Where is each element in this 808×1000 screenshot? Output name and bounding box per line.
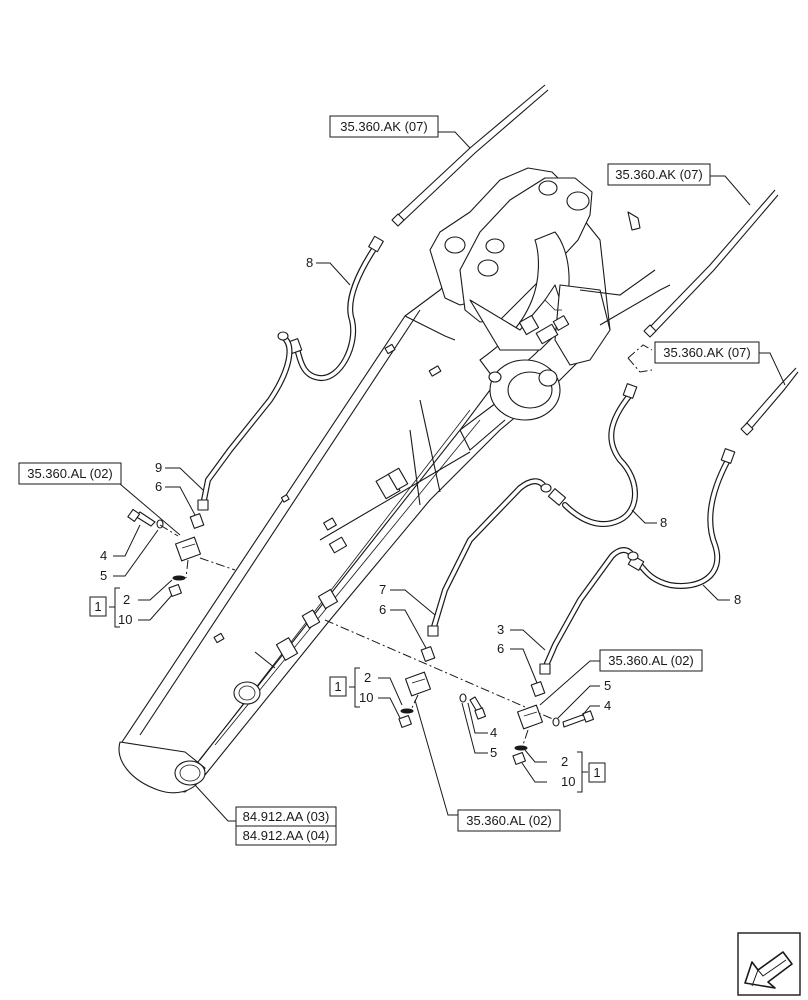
callout-2-left: 2 [123, 592, 130, 607]
callout-10-mid: 10 [359, 690, 373, 705]
callout-10-left: 10 [118, 612, 132, 627]
group-brackets [109, 587, 588, 793]
ref-ak-right-mid-text: 35.360.AK (07) [663, 345, 750, 360]
callout-10-right: 10 [561, 774, 575, 789]
item-1-box-left[interactable]: 1 [89, 596, 107, 617]
pipe-9 [197, 331, 293, 511]
fitting-group-left [127, 508, 236, 597]
ref-ak-right-top-text: 35.360.AK (07) [615, 167, 702, 182]
callout-7: 7 [379, 582, 386, 597]
ref-ak-top-text: 35.360.AK (07) [340, 119, 427, 134]
callout-8-right: 8 [734, 592, 741, 607]
ref-box-ak-right-mid[interactable]: 35.360.AK (07) [654, 341, 760, 364]
callout-4-right: 4 [604, 698, 611, 713]
callout-9: 9 [155, 460, 162, 475]
hose-8-right [627, 448, 736, 589]
item-1-box-mid[interactable]: 1 [329, 676, 347, 697]
callout-8-mid: 8 [660, 515, 667, 530]
callout-6-mid: 6 [379, 602, 386, 617]
boom-head [429, 167, 671, 451]
callout-5-right: 5 [604, 678, 611, 693]
callout-5-mid: 5 [490, 745, 497, 760]
item-1-mid: 1 [334, 679, 341, 694]
callout-numbers: 8 9 6 4 5 2 10 7 6 2 10 4 5 3 6 5 4 2 10… [100, 255, 741, 789]
ref-aa-03-text: 84.912.AA (03) [243, 809, 330, 824]
ref-al-bottom-text: 35.360.AL (02) [466, 813, 552, 828]
callout-8-top: 8 [306, 255, 313, 270]
item-1-left: 1 [94, 599, 101, 614]
ref-box-ak-right-top[interactable]: 35.360.AK (07) [607, 163, 711, 186]
pipe-3 [539, 547, 639, 675]
ref-box-al-left[interactable]: 35.360.AL (02) [18, 462, 122, 485]
boom-arm [118, 189, 611, 794]
fitting-group-right [512, 681, 595, 765]
pipe-7 [427, 478, 552, 637]
ref-al-right-text: 35.360.AL (02) [608, 653, 694, 668]
ref-box-al-right[interactable]: 35.360.AL (02) [599, 649, 703, 672]
callout-2-right: 2 [561, 754, 568, 769]
ref-box-ak-top[interactable]: 35.360.AK (07) [329, 115, 439, 138]
callout-6-left: 6 [155, 479, 162, 494]
callout-5-left: 5 [100, 568, 107, 583]
hose-8-mid [547, 383, 638, 527]
callout-2-mid: 2 [364, 670, 371, 685]
callout-6-right: 6 [497, 641, 504, 656]
callout-3: 3 [497, 622, 504, 637]
item-1-right: 1 [593, 765, 600, 780]
arrow-navigation-icon[interactable] [737, 932, 801, 996]
ref-al-left-text: 35.360.AL (02) [27, 466, 113, 481]
ref-aa-04-text: 84.912.AA (04) [243, 828, 330, 843]
callout-4-mid: 4 [490, 725, 497, 740]
hose-8-top [287, 235, 384, 381]
callout-4-left: 4 [100, 548, 107, 563]
ref-box-aa[interactable]: 84.912.AA (03) 84.912.AA (04) [235, 806, 337, 846]
ref-box-al-bottom[interactable]: 35.360.AL (02) [457, 809, 561, 832]
item-1-box-right[interactable]: 1 [588, 762, 606, 783]
fitting-group-mid [324, 619, 556, 728]
boom-clips [213, 343, 442, 661]
leader-lines [113, 131, 786, 822]
